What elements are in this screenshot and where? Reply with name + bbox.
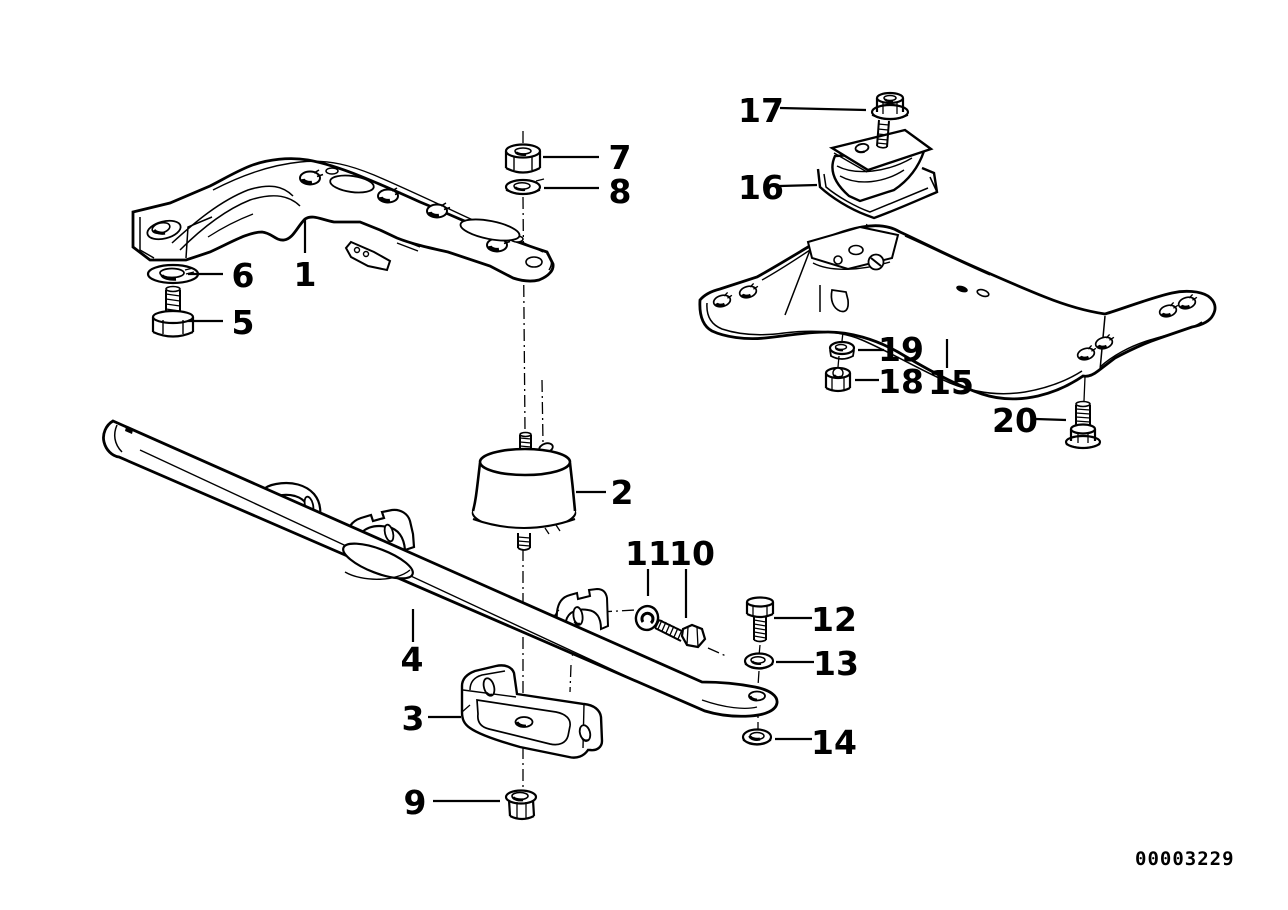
- part-4-support-bar: [102, 419, 779, 718]
- part-12-bolt: [745, 596, 775, 643]
- callout-6[interactable]: 6: [232, 256, 255, 295]
- callout-4[interactable]: 4: [401, 640, 424, 679]
- callout-18[interactable]: 18: [878, 362, 924, 401]
- part-10-bolt: [654, 619, 707, 649]
- callout-17[interactable]: 17: [738, 91, 784, 130]
- callout-7[interactable]: 7: [609, 138, 632, 177]
- callout-5[interactable]: 5: [232, 303, 255, 342]
- callout-3[interactable]: 3: [402, 699, 425, 738]
- callout-20[interactable]: 20: [992, 401, 1038, 440]
- callout-16[interactable]: 16: [738, 168, 784, 207]
- callout-13[interactable]: 13: [813, 644, 859, 683]
- doc-number: 00003229: [1135, 848, 1235, 870]
- part-1-gearbox-support-bracket: [131, 157, 555, 283]
- callout-9[interactable]: 9: [404, 783, 427, 822]
- bar-oval-hole: [342, 542, 414, 580]
- callout-10[interactable]: 10: [669, 534, 715, 573]
- callout-2[interactable]: 2: [611, 473, 634, 512]
- part-11-washer: [634, 604, 660, 632]
- leader-lines: [188, 106, 1067, 803]
- part-18-nut: [824, 366, 852, 393]
- callout-14[interactable]: 14: [811, 723, 857, 762]
- part-5-bolt: [151, 285, 195, 338]
- callout-19[interactable]: 19: [878, 330, 924, 369]
- part-17-nut: [870, 91, 910, 149]
- part-13-washer: [743, 652, 775, 670]
- part-8-washer: [504, 178, 545, 196]
- callout-12[interactable]: 12: [811, 600, 857, 639]
- part-14-washer: [741, 728, 773, 746]
- callout-1[interactable]: 1: [294, 255, 317, 294]
- part-6-washer: [146, 263, 200, 285]
- part-2-rubber-mounting: [471, 431, 577, 551]
- part-7-nut: [504, 143, 542, 174]
- part-9-nut: [504, 789, 538, 821]
- part-15-crossmember: [698, 224, 1217, 401]
- bar-body: [102, 419, 779, 718]
- part-3-lower-bracket: [460, 664, 604, 759]
- part-19-washer: [828, 340, 856, 360]
- part-20-bolt: [1064, 400, 1102, 450]
- callout-11[interactable]: 11: [625, 534, 671, 573]
- callout-8[interactable]: 8: [609, 172, 632, 211]
- callout-labels: 1 2 3 4 5 6 7 8 9 10 11 12 13 14 15 16 1…: [232, 91, 1038, 822]
- part-16-transmission-mounting: [816, 128, 939, 220]
- callout-15[interactable]: 15: [928, 363, 974, 402]
